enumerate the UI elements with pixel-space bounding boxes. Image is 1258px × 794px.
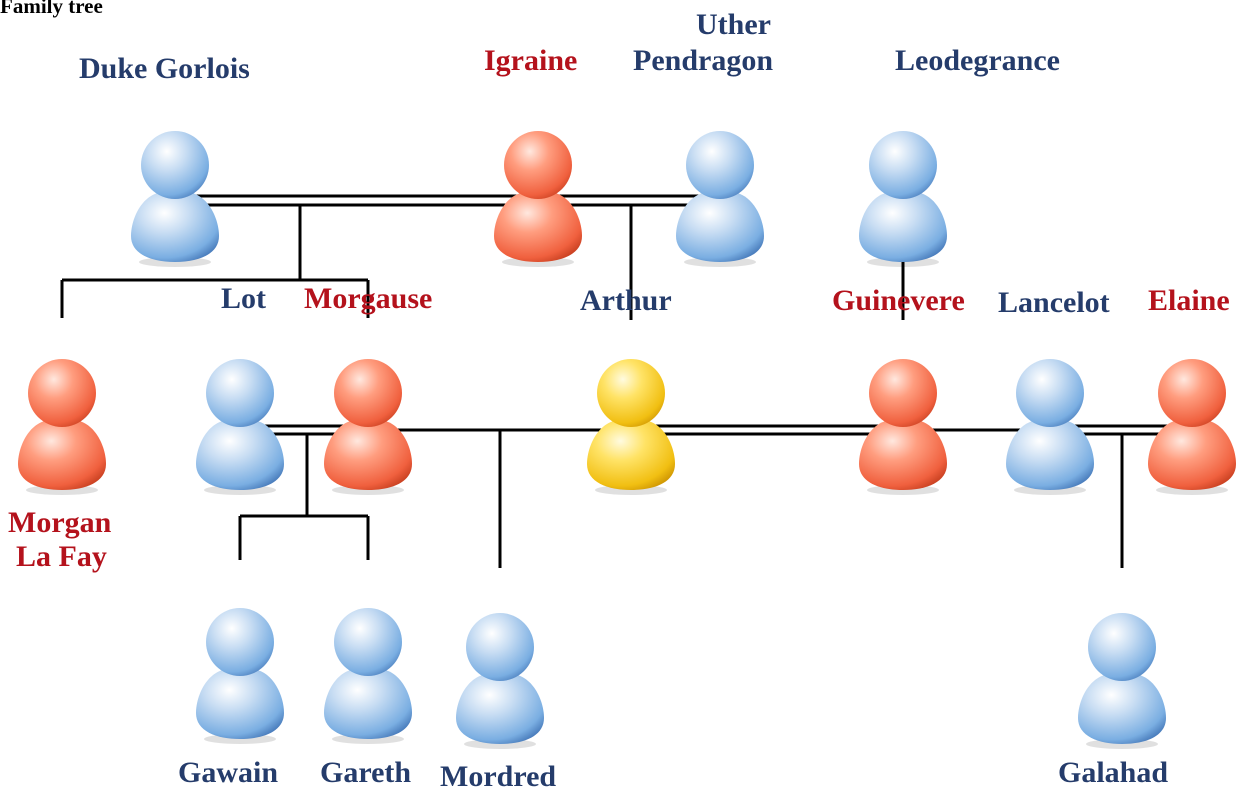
label-morgan-line2: La Fay (16, 540, 107, 573)
mordred-icon (456, 613, 544, 749)
label-elaine: Elaine (1148, 284, 1230, 317)
label-lancelot: Lancelot (998, 286, 1110, 319)
label-leodegrance: Leodegrance (895, 44, 1060, 77)
label-guinevere: Guinevere (832, 284, 965, 317)
morgan-la-fay-icon (18, 359, 106, 495)
gawain-icon (196, 608, 284, 744)
label-mordred: Mordred (440, 760, 557, 793)
label-uther-pendragon-line2: Pendragon (633, 44, 774, 77)
label-uther-pendragon-line1: Uther (696, 8, 771, 41)
label-arthur: Arthur (580, 284, 672, 317)
leodegrance-icon (859, 131, 947, 267)
duke-gorlois-icon (131, 131, 219, 267)
label-gareth: Gareth (320, 756, 412, 789)
label-morgause: Morgause (304, 282, 433, 315)
label-morgan-line1: Morgan (8, 506, 112, 539)
label-gawain: Gawain (178, 756, 279, 789)
label-igraine: Igraine (484, 44, 578, 77)
label-duke-gorlois: Duke Gorlois (79, 52, 250, 85)
gareth-icon (324, 608, 412, 744)
uther-pendragon-icon (676, 131, 764, 267)
page-title: Family tree (0, 0, 103, 18)
igraine-icon (494, 131, 582, 267)
galahad-icon (1078, 613, 1166, 749)
label-galahad: Galahad (1058, 756, 1169, 789)
label-lot: Lot (221, 282, 266, 315)
